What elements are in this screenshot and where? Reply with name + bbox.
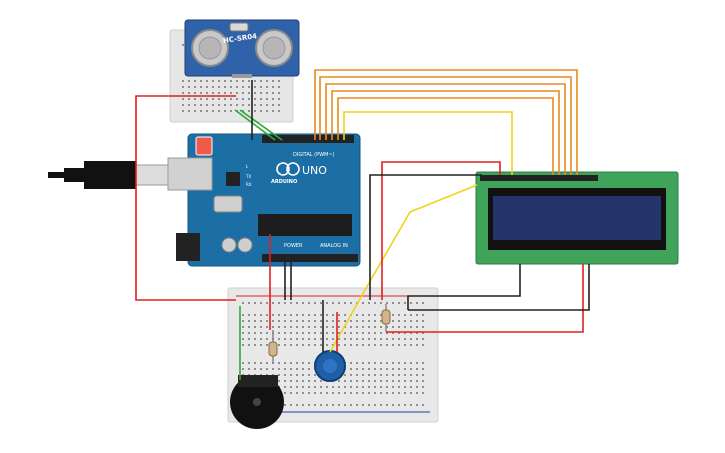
- ultrasonic-sensor: HC-SR04: [184, 19, 300, 78]
- resistor-right: [381, 304, 391, 332]
- wire-black-k: [408, 264, 590, 311]
- power-header-label: POWER: [284, 243, 303, 249]
- arduino-logo-icon: [276, 162, 290, 176]
- wire-black-lcd-vss: [369, 174, 482, 300]
- wire-green-sensor-2: [239, 109, 283, 141]
- wire-orange-5: [337, 97, 554, 175]
- l-led-label: L: [246, 164, 249, 169]
- wire-red-backlight: [386, 264, 584, 333]
- wire-orange-1: [314, 69, 578, 175]
- rx-label: RX: [246, 182, 252, 187]
- resistor-left: [268, 330, 278, 364]
- digital-header-label: DIGITAL (PWM~): [293, 152, 335, 158]
- wire-group: [135, 69, 590, 380]
- wire-green-sensor-1: [234, 109, 276, 141]
- wire-red-lcd-vdd: [381, 161, 501, 300]
- wire-black-rw: [407, 264, 521, 310]
- arduino-model-label: UNO: [302, 164, 327, 177]
- potentiometer: [314, 350, 346, 382]
- lcd-16x2: [475, 171, 679, 265]
- wire-orange-3: [325, 83, 566, 175]
- arduino-brand-label: ARDUINO: [271, 179, 297, 185]
- wire-yellow-top: [343, 111, 513, 175]
- wire-red-5v: [135, 95, 236, 301]
- analog-header-label: ANALOG IN: [320, 243, 348, 249]
- usb-cable-icon: [48, 161, 169, 189]
- wire-orange-2: [319, 76, 572, 175]
- wire-yellow-pot: [329, 184, 478, 353]
- piezo-buzzer: [230, 375, 284, 429]
- tx-label: TX: [245, 174, 251, 179]
- arduino-uno: DIGITAL (PWM~) POWER ANALOG IN TX RX L A…: [167, 133, 361, 267]
- wire-orange-4: [331, 90, 560, 175]
